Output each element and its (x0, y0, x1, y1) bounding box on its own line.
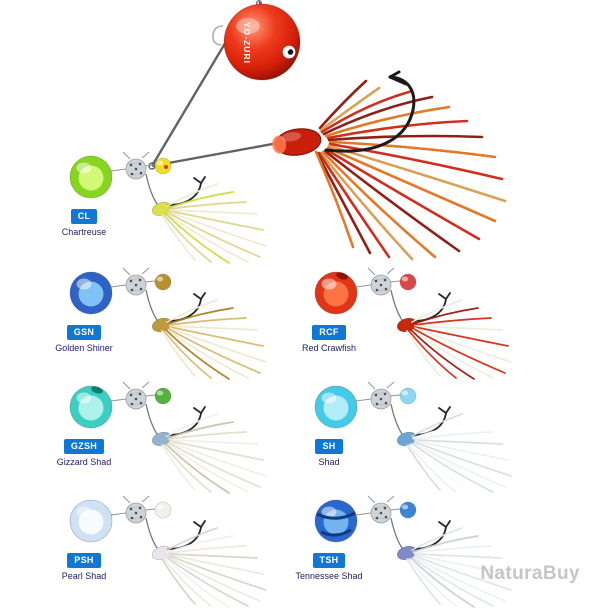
float-ball: YO-ZURI (223, 3, 301, 81)
skirt (406, 299, 512, 380)
lure-illustration (314, 267, 512, 380)
skirt (161, 527, 267, 608)
lure-illustration (69, 267, 267, 380)
color-bead-icon (154, 157, 172, 175)
hook-icon (167, 176, 206, 206)
variant-code-badge: RCF (312, 325, 346, 341)
float-ball (69, 271, 113, 315)
color-bead-icon (399, 387, 417, 405)
color-bead-icon (154, 387, 172, 405)
variant-name: Pearl Shad (61, 571, 107, 582)
float-ball (314, 385, 358, 429)
lure-illustration (314, 381, 512, 494)
hook-icon (412, 406, 451, 436)
variant-caption: RCF Red Crawfish (293, 322, 365, 353)
variant-tile-gizzard-shad: GZSH Gizzard Shad (48, 380, 283, 498)
float-ball (314, 499, 358, 543)
variant-caption: GZSH Gizzard Shad (48, 436, 120, 467)
variant-lure-image (305, 380, 520, 495)
variant-name: Gizzard Shad (56, 457, 112, 468)
skirt (161, 183, 267, 264)
color-bead-icon (399, 273, 417, 291)
hero-lure-photo: YO-ZURI (126, 0, 531, 265)
hook-icon (167, 520, 206, 550)
hook-icon (167, 406, 206, 436)
brand-text: YO-ZURI (242, 22, 252, 64)
color-bead-icon (154, 501, 172, 519)
variant-caption: TSH Tennessee Shad (293, 550, 365, 581)
spinner-bead-icon (370, 388, 392, 410)
float-ball (69, 385, 113, 429)
variant-code-badge: TSH (312, 553, 346, 569)
wire (110, 381, 160, 438)
float-ball (69, 155, 113, 199)
variant-caption: PSH Pearl Shad (48, 550, 120, 581)
lure-illustration (69, 151, 267, 264)
wire (110, 151, 160, 208)
variant-tile-golden-shiner: GSN Golden Shiner (48, 266, 283, 384)
variant-code-badge: SH (315, 439, 343, 455)
lure-illustration (69, 495, 267, 608)
variant-name: Shad (318, 457, 340, 468)
hero-lure-illustration: YO-ZURI (148, 0, 507, 261)
variant-code-badge: CL (70, 209, 98, 225)
float-ball (69, 499, 113, 543)
lure-illustration (69, 381, 267, 494)
variant-tile-tennessee-shad: TSH Tennessee Shad (293, 494, 528, 612)
skirt (314, 79, 507, 261)
product-collage-page: { "ui": { "badge_bg": "#1277d3", "badge_… (48, 0, 580, 608)
spinner-bead-icon (370, 274, 392, 296)
jig-head (272, 128, 322, 156)
hook-icon (412, 520, 451, 550)
variant-caption: GSN Golden Shiner (48, 322, 120, 353)
variant-name: Golden Shiner (55, 343, 113, 354)
variant-code-badge: GSN (66, 325, 102, 341)
watermark: NaturaBuy (480, 563, 580, 584)
variant-lure-image (305, 266, 520, 381)
variant-tile-chartreuse: CL Chartreuse (48, 150, 283, 268)
hook-icon (167, 292, 206, 322)
hook-icon (412, 292, 451, 322)
variant-name: Red Crawfish (301, 343, 357, 354)
skirt (406, 413, 512, 494)
variant-tile-shad: SH Shad (293, 380, 528, 498)
variant-lure-image (60, 494, 275, 609)
color-bead-icon (399, 501, 417, 519)
spinner-bead-icon (125, 388, 147, 410)
skirt (161, 413, 267, 494)
spinner-bead-icon (370, 502, 392, 524)
variant-name: Tennessee Shad (295, 571, 363, 582)
variant-code-badge: PSH (67, 553, 101, 569)
spinner-bead-icon (125, 274, 147, 296)
variant-lure-image (60, 266, 275, 381)
variant-caption: SH Shad (293, 436, 365, 467)
variant-tile-pearl-shad: PSH Pearl Shad (48, 494, 283, 612)
variant-tile-red-crawfish: RCF Red Crawfish (293, 266, 528, 384)
skirt (161, 299, 267, 380)
variant-caption: CL Chartreuse (48, 206, 120, 237)
float-ball (314, 271, 358, 315)
hook-icon (324, 70, 416, 153)
spinner-bead-icon (125, 502, 147, 524)
variant-lure-image (60, 150, 275, 265)
variant-name: Chartreuse (61, 227, 107, 238)
color-bead-icon (154, 273, 172, 291)
variant-code-badge: GZSH (63, 439, 105, 455)
spinner-bead-icon (125, 158, 147, 180)
variant-lure-image (60, 380, 275, 495)
